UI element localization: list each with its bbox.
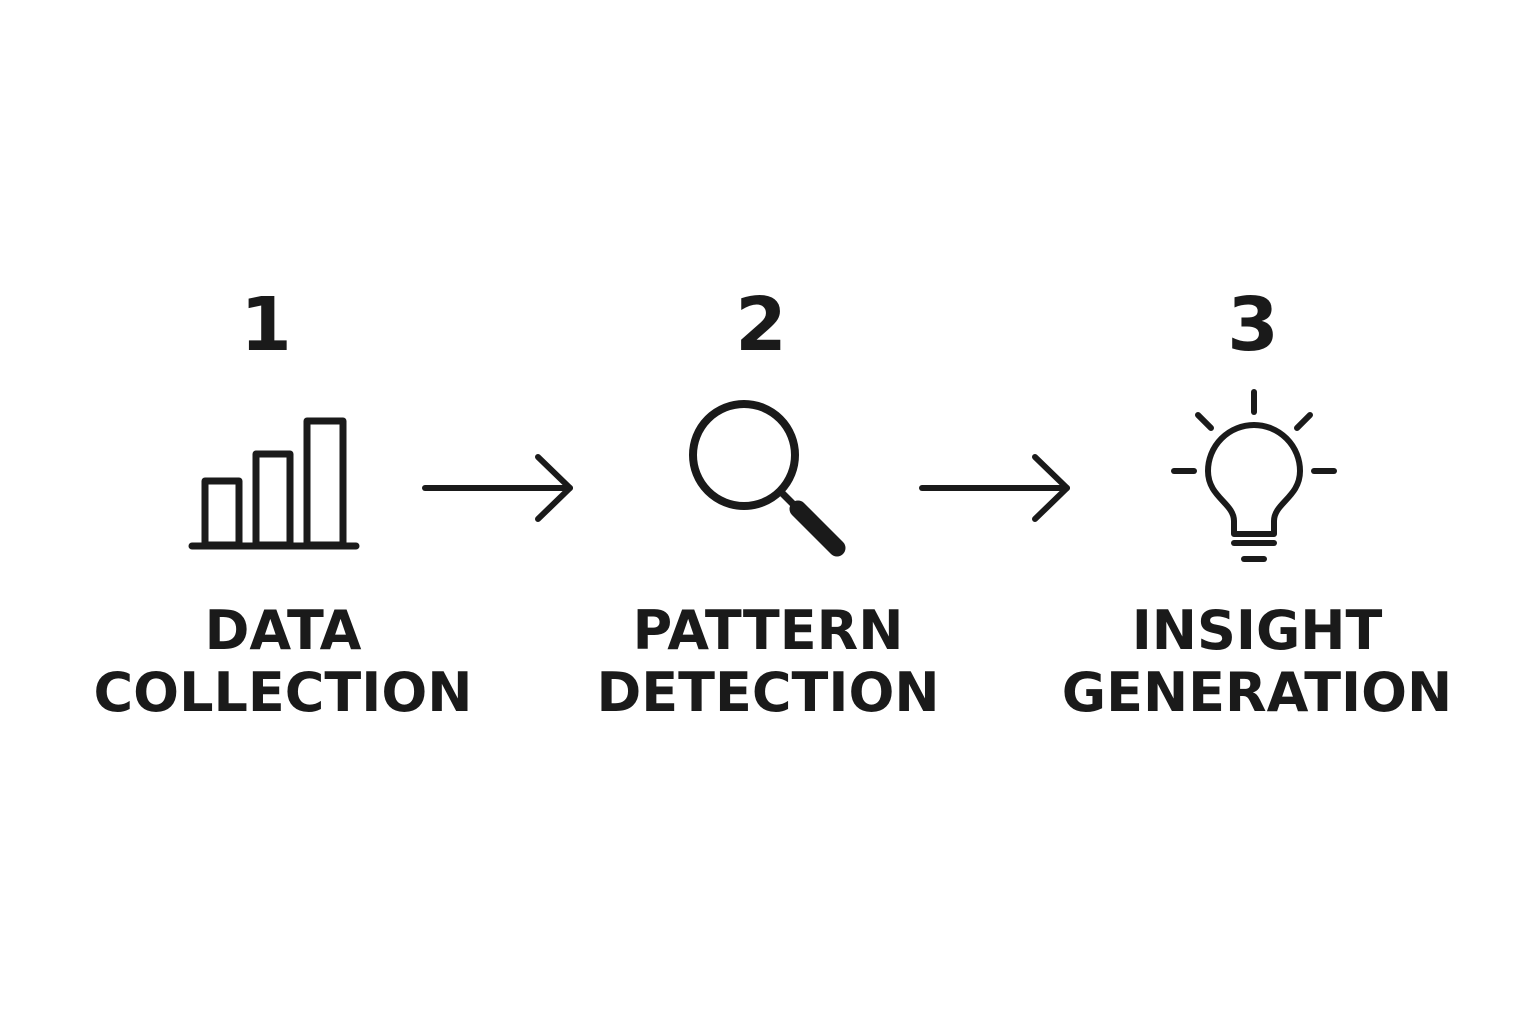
step-3-label-line2: GENERATION [1061, 661, 1453, 724]
step-2-label-line2: DETECTION [596, 661, 940, 724]
step-3-label-line1: INSIGHT [1131, 599, 1383, 662]
step-2-number: 2 [735, 282, 787, 368]
step-2-label-line1: PATTERN [632, 599, 904, 662]
step-3-label: INSIGHT GENERATION [1047, 600, 1467, 724]
lightbulb-icon [1171, 389, 1337, 562]
step-3-number: 3 [1227, 282, 1279, 368]
right-arrow-icon [919, 454, 1070, 522]
magnifying-glass-icon [689, 400, 846, 557]
right-arrow-icon [422, 454, 573, 522]
step-1-number: 1 [240, 282, 292, 368]
step-1-label-line1: DATA [204, 599, 362, 662]
step-2-label: PATTERN DETECTION [558, 600, 978, 724]
step-1-label: DATA COLLECTION [73, 600, 493, 724]
step-1-label-line2: COLLECTION [93, 661, 473, 724]
bar-chart-icon [188, 417, 360, 550]
